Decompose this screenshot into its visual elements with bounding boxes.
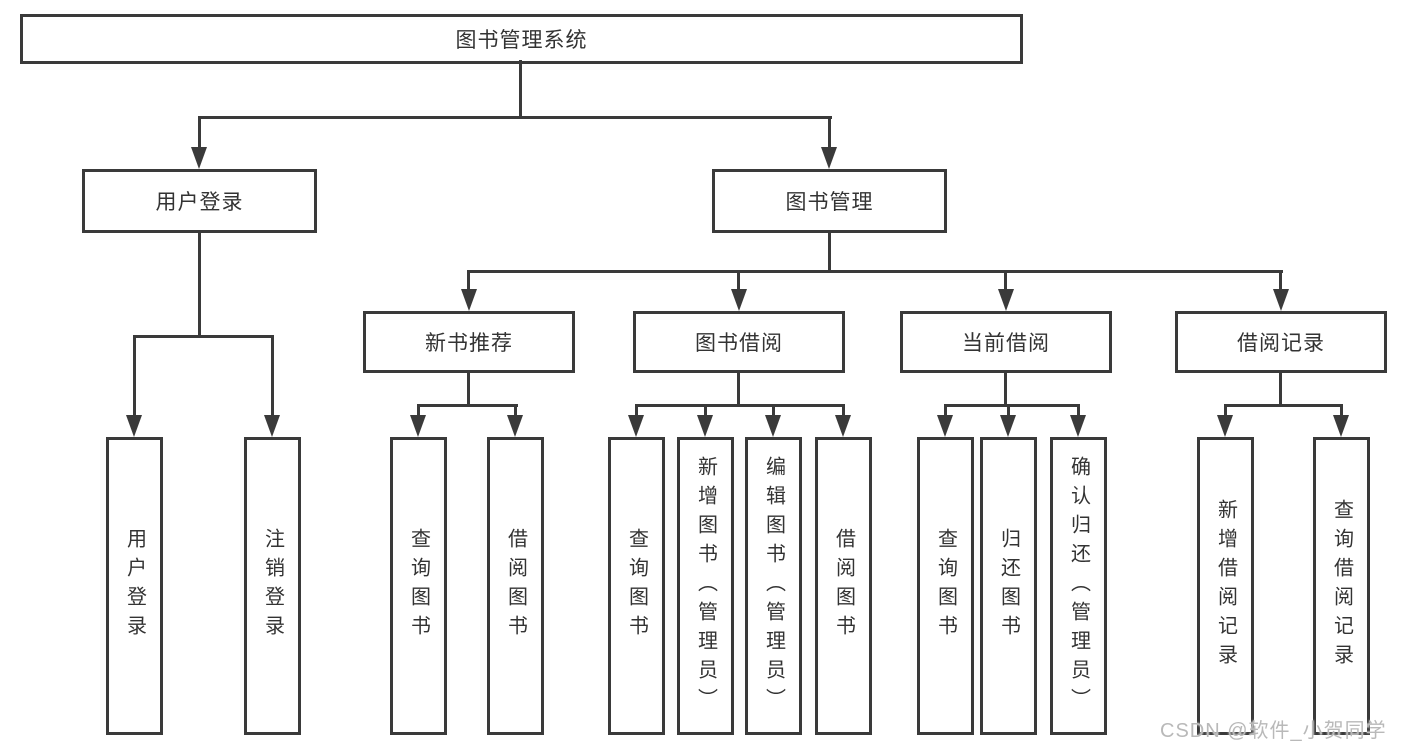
leaf-return-books: 归还图书 bbox=[980, 437, 1037, 735]
watermark: CSDN @软件_小贺同学 bbox=[1160, 720, 1387, 742]
shaft-borrow-2 bbox=[704, 404, 707, 418]
connector-user-login-shaft bbox=[198, 116, 201, 150]
arrow-recommend-2 bbox=[507, 415, 523, 437]
connector-leaf-user-login-shaft bbox=[133, 335, 136, 419]
connector-recommend-shaft bbox=[467, 270, 470, 291]
node-user-login-label: 用户登录 bbox=[155, 191, 244, 214]
arrow-to-leaf-logout bbox=[264, 415, 280, 437]
connector-borrow-records-stem bbox=[1279, 373, 1282, 407]
shaft-borrow-3 bbox=[772, 404, 775, 418]
connector-user-login-stem bbox=[198, 233, 201, 338]
node-current-borrow-label: 当前借阅 bbox=[962, 332, 1050, 355]
arrow-borrow-1 bbox=[628, 415, 644, 437]
connector-root-branch bbox=[198, 116, 832, 119]
shaft-borrow-4 bbox=[842, 404, 845, 418]
arrow-to-book-borrow bbox=[731, 289, 747, 311]
leaf-query-borrow-record: 查询借阅记录 bbox=[1313, 437, 1370, 735]
shaft-current-1 bbox=[944, 404, 947, 418]
leaf-edit-book-admin: 编辑图书（管理员） bbox=[745, 437, 802, 735]
arrow-to-book-management bbox=[821, 147, 837, 169]
connector-book-borrow-stem bbox=[737, 373, 740, 407]
node-root-label: 图书管理系统 bbox=[455, 29, 588, 52]
arrow-to-user-login bbox=[191, 147, 207, 169]
connector-level3-branch bbox=[467, 270, 1283, 273]
node-root: 图书管理系统 bbox=[20, 14, 1023, 64]
connector-book-management-stem bbox=[828, 233, 831, 273]
leaf-query-books-current: 查询图书 bbox=[917, 437, 974, 735]
arrow-current-3 bbox=[1070, 415, 1086, 437]
connector-current-borrow-shaft bbox=[1004, 270, 1007, 291]
shaft-borrow-1 bbox=[635, 404, 638, 418]
leaf-user-login: 用户登录 bbox=[106, 437, 163, 735]
shaft-records-1 bbox=[1224, 404, 1227, 418]
leaf-borrow-books-recommend: 借阅图书 bbox=[487, 437, 544, 735]
connector-borrow-records-branch bbox=[1224, 404, 1343, 407]
node-borrow-records: 借阅记录 bbox=[1175, 311, 1387, 373]
node-book-borrow: 图书借阅 bbox=[633, 311, 845, 373]
arrow-records-1 bbox=[1217, 415, 1233, 437]
arrow-borrow-2 bbox=[697, 415, 713, 437]
connector-book-management-shaft bbox=[828, 116, 831, 150]
arrow-to-current-borrow bbox=[998, 289, 1014, 311]
arrow-to-borrow-records bbox=[1273, 289, 1289, 311]
node-borrow-records-label: 借阅记录 bbox=[1237, 332, 1325, 355]
node-new-book-recommend: 新书推荐 bbox=[363, 311, 575, 373]
arrow-borrow-3 bbox=[765, 415, 781, 437]
node-book-borrow-label: 图书借阅 bbox=[695, 332, 783, 355]
node-new-book-recommend-label: 新书推荐 bbox=[425, 332, 513, 355]
leaf-add-book-admin: 新增图书（管理员） bbox=[677, 437, 734, 735]
shaft-current-2 bbox=[1007, 404, 1010, 418]
shaft-recommend-1 bbox=[417, 404, 420, 418]
arrow-to-leaf-user-login bbox=[126, 415, 142, 437]
arrow-to-recommend bbox=[461, 289, 477, 311]
leaf-add-borrow-record: 新增借阅记录 bbox=[1197, 437, 1254, 735]
node-book-management: 图书管理 bbox=[712, 169, 947, 233]
arrow-current-1 bbox=[937, 415, 953, 437]
connector-leaf-logout-shaft bbox=[271, 335, 274, 419]
connector-current-borrow-stem bbox=[1004, 373, 1007, 407]
leaf-query-books-recommend: 查询图书 bbox=[390, 437, 447, 735]
connector-recommend-stem bbox=[467, 373, 470, 407]
leaf-confirm-return-admin: 确认归还（管理员） bbox=[1050, 437, 1107, 735]
connector-borrow-records-shaft bbox=[1279, 270, 1282, 291]
connector-root-stem bbox=[519, 60, 522, 118]
arrow-borrow-4 bbox=[835, 415, 851, 437]
connector-user-login-branch bbox=[133, 335, 274, 338]
connector-book-borrow-branch bbox=[635, 404, 845, 407]
connector-current-borrow-branch bbox=[944, 404, 1080, 407]
shaft-recommend-2 bbox=[514, 404, 517, 418]
leaf-query-books-borrow: 查询图书 bbox=[608, 437, 665, 735]
shaft-records-2 bbox=[1340, 404, 1343, 418]
connector-book-borrow-shaft bbox=[737, 270, 740, 291]
node-user-login: 用户登录 bbox=[82, 169, 317, 233]
node-book-management-label: 图书管理 bbox=[785, 191, 874, 214]
arrow-records-2 bbox=[1333, 415, 1349, 437]
leaf-borrow-books: 借阅图书 bbox=[815, 437, 872, 735]
shaft-current-3 bbox=[1077, 404, 1080, 418]
node-current-borrow: 当前借阅 bbox=[900, 311, 1112, 373]
arrow-recommend-1 bbox=[410, 415, 426, 437]
arrow-current-2 bbox=[1000, 415, 1016, 437]
connector-recommend-branch bbox=[417, 404, 518, 407]
leaf-logout: 注销登录 bbox=[244, 437, 301, 735]
